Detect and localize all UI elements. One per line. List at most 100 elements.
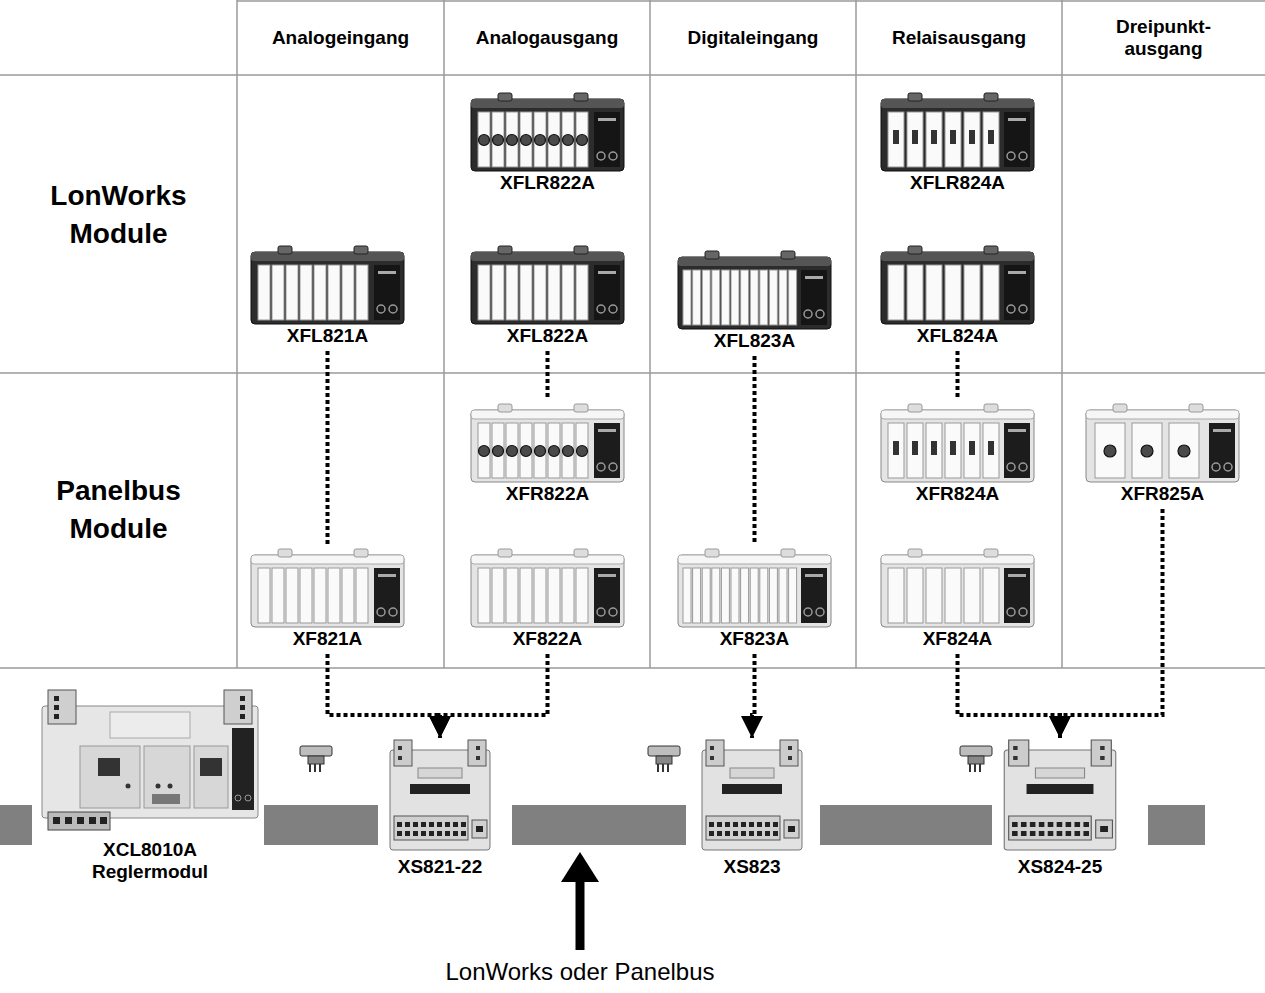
column-header-cell: Dreipunkt- ausgang bbox=[1062, 0, 1265, 75]
bus-plug-icon bbox=[300, 746, 332, 772]
column-header: Analogausgang bbox=[476, 27, 619, 49]
picture-area bbox=[240, 548, 415, 628]
picture-area bbox=[240, 245, 415, 325]
table-grid bbox=[0, 0, 1265, 668]
part-name: XS821-22 bbox=[378, 856, 502, 878]
grid-line bbox=[649, 0, 651, 668]
dotted-connector bbox=[546, 351, 550, 399]
picture-area bbox=[460, 403, 635, 483]
controller-box: XCL8010A Reglermodul bbox=[30, 688, 270, 883]
picture-area bbox=[667, 250, 842, 330]
picture-area bbox=[460, 548, 635, 628]
module-box: XFL823A bbox=[667, 250, 842, 352]
part-name: XFL821A bbox=[240, 325, 415, 347]
column-header-cell: Digitaleingang bbox=[650, 0, 856, 75]
module-picture bbox=[881, 549, 1034, 627]
terminal-socket: XS821-22 bbox=[378, 738, 502, 878]
column-header-cell: Analogausgang bbox=[444, 0, 650, 75]
module-box: XF822A bbox=[460, 548, 635, 650]
arrow-shaft bbox=[576, 876, 585, 950]
module-picture bbox=[471, 246, 624, 324]
picture-area bbox=[460, 245, 635, 325]
bus-caption-cell: LonWorks oder Panelbus bbox=[360, 954, 800, 990]
grid-line bbox=[855, 0, 857, 668]
bus-bar bbox=[512, 805, 686, 845]
bus-bar bbox=[0, 805, 32, 845]
controller-picture bbox=[42, 690, 258, 830]
grid-line bbox=[237, 0, 1265, 2]
module-picture bbox=[1086, 404, 1239, 482]
row-header-cell: Panelbus Module bbox=[0, 445, 237, 575]
part-name: XF823A bbox=[667, 628, 842, 650]
column-header: Dreipunkt- ausgang bbox=[1105, 16, 1223, 60]
part-name: XF824A bbox=[870, 628, 1045, 650]
part-name: XS823 bbox=[690, 856, 814, 878]
module-picture bbox=[251, 246, 404, 324]
bus-plug-icon bbox=[960, 746, 992, 772]
module-box: XFLR822A bbox=[460, 92, 635, 194]
bus-plug-icon bbox=[648, 746, 680, 772]
picture-area bbox=[870, 245, 1045, 325]
module-pictures bbox=[251, 93, 1239, 627]
part-name: XFLR822A bbox=[460, 172, 635, 194]
column-header: Relaisausgang bbox=[892, 27, 1026, 49]
column-header-cell: Relaisausgang bbox=[856, 0, 1062, 75]
module-box: XF821A bbox=[240, 548, 415, 650]
dotted-connector bbox=[753, 356, 757, 544]
grid-line bbox=[0, 372, 1265, 374]
grid-line bbox=[1061, 0, 1063, 668]
module-box: XFR822A bbox=[460, 403, 635, 505]
column-header: Digitaleingang bbox=[688, 27, 819, 49]
part-name: XFR824A bbox=[870, 483, 1045, 505]
picture-area bbox=[870, 403, 1045, 483]
part-name: XFR822A bbox=[460, 483, 635, 505]
module-picture bbox=[881, 404, 1034, 482]
part-name: XCL8010A Reglermodul bbox=[70, 839, 230, 883]
module-picture bbox=[251, 549, 404, 627]
dotted-connector bbox=[326, 351, 330, 544]
socket-picture bbox=[702, 740, 802, 850]
socket-picture bbox=[390, 740, 490, 850]
module-box: XFR825A bbox=[1075, 403, 1250, 505]
row-header: LonWorks Module bbox=[34, 177, 204, 253]
picture-area bbox=[30, 688, 270, 833]
module-picture bbox=[881, 246, 1034, 324]
dotted-connector bbox=[1060, 509, 1163, 738]
part-name: XF822A bbox=[460, 628, 635, 650]
bus-bar bbox=[1148, 805, 1205, 845]
picture-area bbox=[870, 548, 1045, 628]
row-header-cell: LonWorks Module bbox=[0, 150, 237, 280]
socket-picture bbox=[1004, 740, 1116, 850]
module-picture bbox=[678, 549, 831, 627]
bus-bar bbox=[820, 805, 992, 845]
part-name: XF821A bbox=[240, 628, 415, 650]
module-box: XFR824A bbox=[870, 403, 1045, 505]
dotted-connector bbox=[956, 351, 960, 399]
module-picture bbox=[881, 93, 1034, 171]
grid-line bbox=[236, 0, 238, 668]
picture-area bbox=[460, 92, 635, 172]
module-box: XFL822A bbox=[460, 245, 635, 347]
terminal-socket: XS824-25 bbox=[992, 738, 1128, 878]
module-box: XFLR824A bbox=[870, 92, 1045, 194]
dotted-connector bbox=[440, 654, 548, 738]
picture-area bbox=[690, 738, 814, 856]
module-box: XF824A bbox=[870, 548, 1045, 650]
picture-area bbox=[992, 738, 1128, 856]
picture-area bbox=[1075, 403, 1250, 483]
grid-line bbox=[0, 667, 1265, 669]
row-header: Panelbus Module bbox=[34, 472, 204, 548]
bus-caption: LonWorks oder Panelbus bbox=[445, 958, 714, 986]
bus-bar bbox=[264, 805, 378, 845]
dotted-connector bbox=[752, 654, 755, 738]
dotted-connector bbox=[958, 654, 1061, 738]
column-header-cell: Analogeingang bbox=[237, 0, 444, 75]
module-box: XF823A bbox=[667, 548, 842, 650]
picture-area bbox=[378, 738, 502, 856]
part-name: XFL824A bbox=[870, 325, 1045, 347]
bus-pointer-arrow bbox=[561, 852, 599, 950]
module-picture bbox=[678, 251, 831, 329]
part-name: XFLR824A bbox=[870, 172, 1045, 194]
grid-line bbox=[0, 74, 1265, 76]
